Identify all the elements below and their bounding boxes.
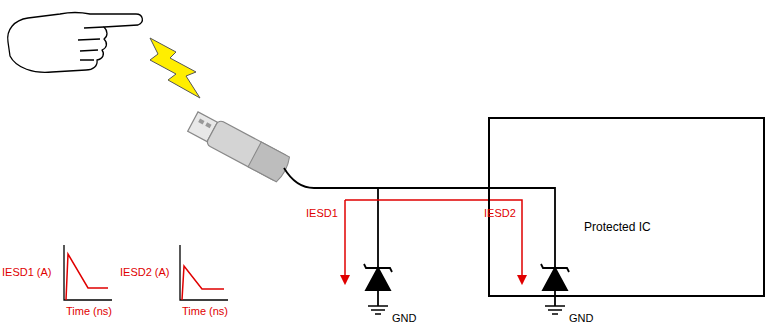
esd-current-path <box>345 200 522 283</box>
tvs-diode-symbol <box>364 264 392 314</box>
hand-icon <box>8 13 143 73</box>
current-graph <box>64 245 112 300</box>
esd-diode-symbol <box>541 264 569 314</box>
ground-label: GND <box>569 312 593 325</box>
current-label: IESD2 <box>484 207 516 220</box>
current-label: IESD1 <box>306 207 338 220</box>
axis-label: IESD2 (A) <box>120 266 170 279</box>
axis-label: Time (ns) <box>66 305 112 318</box>
current-graph <box>180 245 228 300</box>
esd-current-path <box>344 200 346 283</box>
ground-label: GND <box>392 312 416 325</box>
esd-spark <box>150 38 200 98</box>
axis-label: Time (ns) <box>182 305 228 318</box>
usb-stick <box>186 109 291 183</box>
component-name: Protected IC <box>584 220 651 234</box>
signal-wire <box>284 168 555 268</box>
ic-package: Protected IC <box>488 117 765 297</box>
axis-label: IESD1 (A) <box>2 266 52 279</box>
